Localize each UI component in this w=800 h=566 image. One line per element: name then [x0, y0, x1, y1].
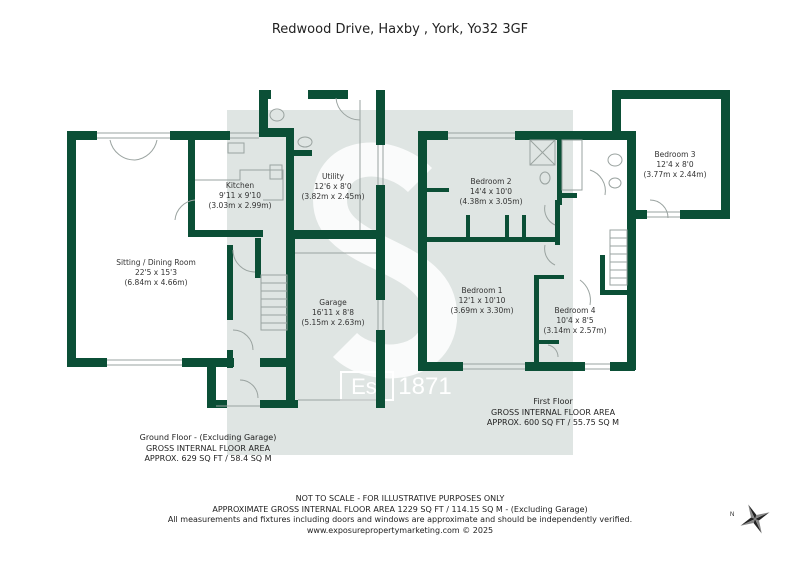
room-name: Bedroom 4: [554, 306, 596, 315]
first-floor-area: First Floor GROSS INTERNAL FLOOR AREA AP…: [487, 397, 619, 429]
room-imperial: 12'6 x 8'0: [314, 182, 352, 191]
room-imperial: 12'1 x 10'10: [458, 296, 506, 305]
ground-floor-walls: [67, 90, 385, 408]
room-metric: (3.77m x 2.44m): [643, 170, 707, 179]
room-imperial: 14'4 x 10'0: [470, 187, 512, 196]
area-line: GROSS INTERNAL FLOOR AREA: [145, 443, 271, 453]
room-metric: (3.14m x 2.57m): [543, 326, 607, 335]
watermark-year: 1871: [398, 373, 451, 400]
room-label-bedroom-4: Bedroom 4 10'4 x 8'5 (3.14m x 2.57m): [543, 306, 606, 336]
compass-rose-icon: N: [730, 504, 770, 534]
room-metric: (5.15m x 2.63m): [301, 318, 365, 327]
website-copyright: www.exposurepropertymarketing.com © 2025: [306, 525, 494, 535]
room-metric: (3.82m x 2.45m): [301, 192, 365, 201]
room-name: Utility: [321, 172, 345, 181]
first-floor-fixtures: [448, 132, 680, 370]
area-line: GROSS INTERNAL FLOOR AREA: [490, 407, 616, 417]
north-marker: N: [730, 512, 734, 518]
property-address-title: Redwood Drive, Haxby , York, Yo32 3GF: [271, 22, 529, 37]
room-imperial: 16'11 x 8'8: [312, 308, 354, 317]
room-label-kitchen: Kitchen 9'11 x 9'10 (3.03m x 2.99m): [208, 181, 271, 211]
room-imperial: 10'4 x 8'5: [556, 316, 594, 325]
ground-floor-area: Ground Floor - (Excluding Garage) GROSS …: [140, 433, 277, 465]
room-label-sitting-dining: Sitting / Dining Room 22'5 x 15'3 (6.84m…: [116, 258, 196, 288]
room-metric: (6.84m x 4.66m): [124, 278, 188, 287]
room-label-bedroom-3: Bedroom 3 12'4 x 8'0 (3.77m x 2.44m): [643, 150, 706, 180]
room-name: Bedroom 1: [461, 286, 503, 295]
area-line: Ground Floor - (Excluding Garage): [139, 433, 277, 442]
room-label-bedroom-1: Bedroom 1 12'1 x 10'10 (3.69m x 3.30m): [450, 286, 513, 316]
room-name: Garage: [319, 298, 347, 307]
watermark-s-logo-icon: [312, 142, 458, 379]
area-line: APPROX. 600 SQ FT / 55.75 SQ M: [486, 418, 620, 427]
room-imperial: 12'4 x 8'0: [656, 160, 694, 169]
room-metric: (4.38m x 3.05m): [459, 197, 523, 206]
total-area-line: APPROXIMATE GROSS INTERNAL FLOOR AREA 12…: [212, 504, 588, 514]
area-line: First Floor: [533, 397, 573, 406]
room-metric: (3.69m x 3.30m): [450, 306, 514, 315]
disclaimer-line: NOT TO SCALE - FOR ILLUSTRATIVE PURPOSES…: [295, 494, 505, 503]
room-name: Sitting / Dining Room: [116, 258, 196, 267]
room-name: Kitchen: [225, 181, 255, 190]
room-metric: (3.03m x 2.99m): [208, 201, 272, 210]
room-label-utility: Utility 12'6 x 8'0 (3.82m x 2.45m): [301, 172, 364, 202]
room-label-bedroom-2: Bedroom 2 14'4 x 10'0 (4.38m x 3.05m): [459, 177, 522, 207]
room-name: Bedroom 3: [654, 150, 696, 159]
room-imperial: 9'11 x 9'10: [219, 191, 261, 200]
room-imperial: 22'5 x 15'3: [135, 268, 177, 277]
area-line: APPROX. 629 SQ FT / 58.4 SQ M: [144, 454, 272, 463]
room-label-garage: Garage 16'11 x 8'8 (5.15m x 2.63m): [301, 298, 364, 328]
disclaimer-footer: NOT TO SCALE - FOR ILLUSTRATIVE PURPOSES…: [0, 494, 800, 536]
disclaimer-line: All measurements and fixtures including …: [167, 515, 633, 524]
ground-floor-fixtures: [97, 97, 384, 407]
first-floor-walls: [418, 90, 730, 371]
room-name: Bedroom 2: [470, 177, 512, 186]
